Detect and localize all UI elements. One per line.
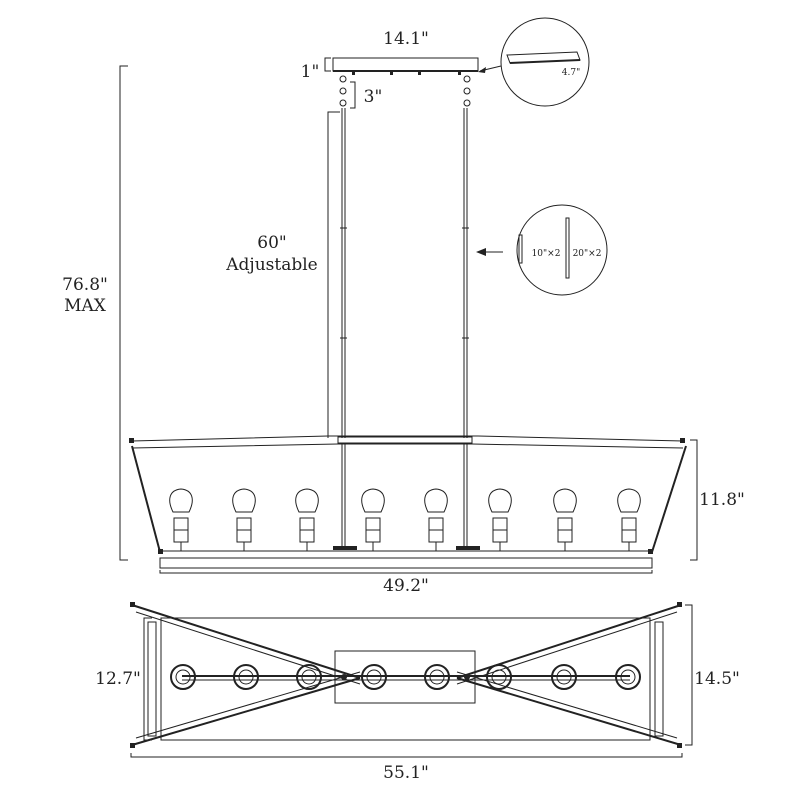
top-bulb-3 — [296, 664, 322, 690]
top-length-bracket — [130, 753, 683, 758]
body-length-bracket — [159, 570, 653, 574]
outer-width-bracket — [685, 604, 693, 746]
canopy-width-label: 14.1" — [383, 29, 429, 49]
top-view-bulbs — [170, 664, 641, 690]
bulb-1 — [169, 488, 193, 551]
body-height-bracket — [690, 439, 698, 561]
body-height-label: 11.8" — [699, 490, 745, 510]
top-bulb-8 — [615, 664, 641, 690]
inner-width-bracket — [143, 617, 152, 741]
rod-adjustable-label: Adjustable — [225, 255, 317, 275]
canopy-height-label: 1" — [301, 62, 320, 82]
front-view-frame — [129, 435, 687, 569]
suspension-rods — [327, 108, 469, 438]
top-bulb-6 — [486, 664, 512, 690]
top-bulb-1 — [170, 664, 196, 690]
bulb-6 — [488, 488, 512, 551]
bulb-7 — [553, 488, 577, 551]
front-bulbs — [169, 488, 641, 551]
bulb-2 — [232, 488, 256, 551]
max-note-label: MAX — [64, 296, 107, 316]
rods-detail-callout — [476, 204, 608, 296]
top-bulb-4 — [361, 664, 387, 690]
canopy-height-bracket — [324, 57, 331, 72]
max-height-label: 76.8" — [62, 275, 108, 295]
bulb-4 — [361, 488, 385, 551]
bulb-3 — [295, 488, 319, 551]
top-bulb-5 — [424, 664, 450, 690]
top-length-label: 55.1" — [383, 763, 429, 783]
chain-links — [339, 75, 471, 109]
max-height-bracket — [119, 65, 128, 561]
canopy — [332, 57, 479, 75]
canopy-depth-label: 4.7" — [562, 68, 580, 78]
bulb-8 — [617, 488, 641, 551]
top-bulb-2 — [233, 664, 259, 690]
rod-length-label: 60" — [257, 233, 286, 253]
canopy-detail-callout — [478, 17, 590, 107]
top-bulb-7 — [551, 664, 577, 690]
inner-width-label: 12.7" — [95, 669, 141, 689]
long-rod-label: 20"×2 — [573, 249, 602, 259]
chain-link-label: 3" — [364, 87, 383, 107]
top-view-frame — [130, 602, 682, 748]
bulb-5 — [424, 488, 448, 551]
short-rod-label: 10"×2 — [532, 249, 561, 259]
outer-width-label: 14.5" — [694, 669, 740, 689]
body-length-label: 49.2" — [383, 576, 429, 596]
